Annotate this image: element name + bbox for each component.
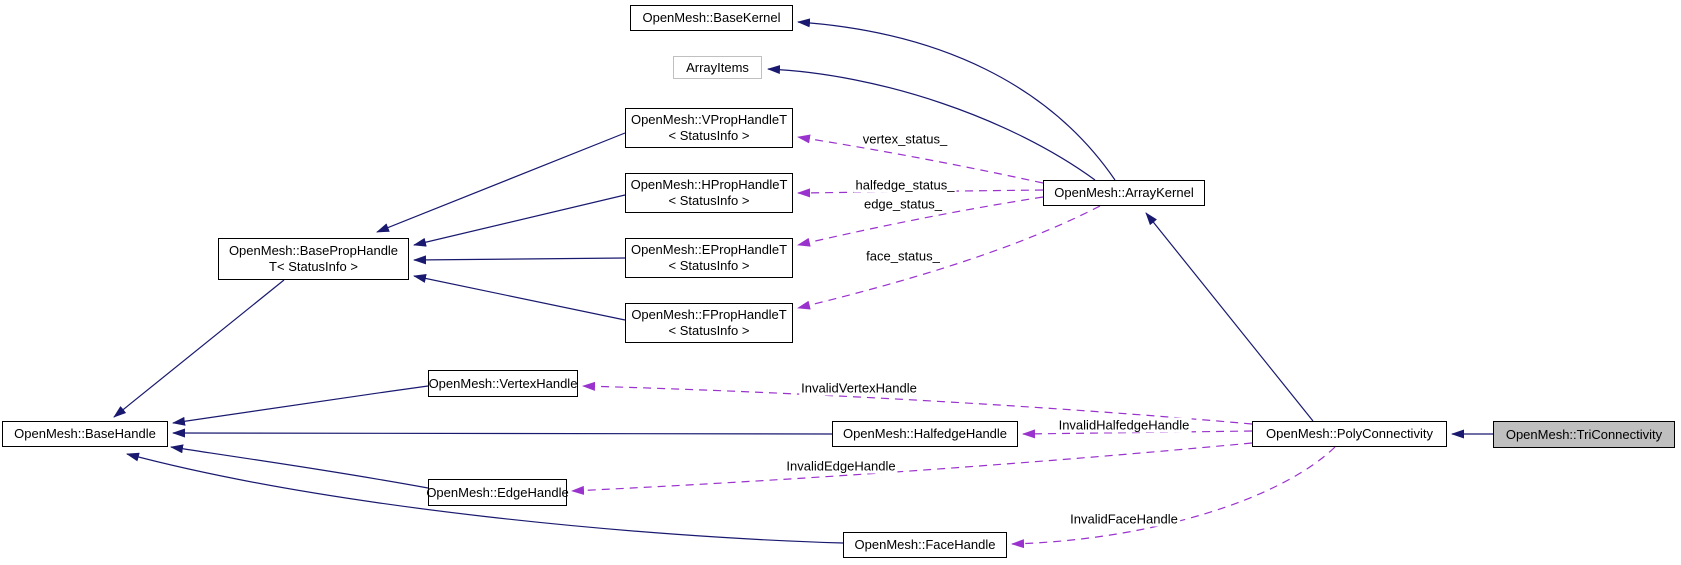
edge-label-face-status: face_status_ — [864, 248, 942, 264]
edge-edge-to-basehandle — [170, 444, 429, 489]
edge-hprop-to-baseprop — [413, 194, 626, 247]
node-base-kernel-label: OpenMesh::BaseKernel — [642, 10, 781, 25]
node-face-handle-label: OpenMesh::FaceHandle — [854, 537, 996, 552]
node-array-kernel[interactable]: OpenMesh::ArrayKernel — [1043, 180, 1205, 206]
edge-halfedge-to-basehandle — [172, 428, 833, 438]
node-vprop-handle[interactable]: OpenMesh::VPropHandleT < StatusInfo > — [625, 108, 793, 148]
node-base-handle-label: OpenMesh::BaseHandle — [14, 426, 156, 441]
edge-arraykernel-to-basekernel — [797, 18, 1116, 181]
node-hprop-handle-line1: OpenMesh::HPropHandleT — [630, 177, 788, 192]
node-eprop-handle-line2: < StatusInfo > — [668, 258, 750, 273]
node-eprop-handle[interactable]: OpenMesh::EPropHandleT < StatusInfo > — [625, 238, 793, 278]
edge-label-invalid-face-handle: InvalidFaceHandle — [1068, 511, 1180, 527]
edge-label-invalid-halfedge-handle: InvalidHalfedgeHandle — [1056, 417, 1192, 433]
edge-label-edge-status: edge_status_ — [861, 196, 945, 212]
edge-vertex-status — [797, 134, 1044, 184]
edge-label-halfedge-status: halfedge_status_ — [853, 177, 957, 193]
edge-halfedge-status — [797, 188, 1044, 198]
node-base-prop-handle-line1: OpenMesh::BasePropHandle — [228, 243, 399, 258]
edge-invalid-edge-handle — [571, 442, 1253, 495]
edge-label-invalid-edge-handle: InvalidEdgeHandle — [784, 458, 898, 474]
edge-poly-to-arraykernel — [1145, 212, 1314, 422]
node-tri-connectivity-label: OpenMesh::TriConnectivity — [1505, 426, 1663, 442]
edge-face-to-basehandle — [126, 452, 844, 544]
edge-baseprop-to-basehandle — [113, 279, 285, 418]
node-fprop-handle-line2: < StatusInfo > — [668, 323, 750, 338]
edge-label-invalid-vertex-handle: InvalidVertexHandle — [799, 380, 919, 396]
edge-invalid-vertex-handle — [582, 381, 1253, 425]
node-tri-connectivity: OpenMesh::TriConnectivity — [1493, 421, 1675, 448]
edge-edge-status — [797, 196, 1044, 247]
node-fprop-handle-line1: OpenMesh::FPropHandleT — [631, 307, 787, 322]
edge-invalid-face-handle — [1011, 446, 1336, 549]
edge-label-vertex-status: vertex_status_ — [860, 131, 950, 147]
node-hprop-handle-line2: < StatusInfo > — [668, 193, 750, 208]
node-base-prop-handle[interactable]: OpenMesh::BasePropHandle T< StatusInfo > — [218, 238, 409, 280]
node-poly-connectivity[interactable]: OpenMesh::PolyConnectivity — [1252, 421, 1447, 447]
node-array-items: ArrayItems — [673, 56, 762, 79]
node-halfedge-handle-label: OpenMesh::HalfedgeHandle — [842, 426, 1008, 441]
node-poly-connectivity-label: OpenMesh::PolyConnectivity — [1266, 426, 1433, 441]
node-edge-handle-label: OpenMesh::EdgeHandle — [426, 484, 569, 500]
node-vprop-handle-line1: OpenMesh::VPropHandleT — [630, 112, 788, 127]
node-base-kernel[interactable]: OpenMesh::BaseKernel — [630, 5, 793, 31]
node-vprop-handle-line2: < StatusInfo > — [668, 128, 750, 143]
edge-fprop-to-baseprop — [413, 274, 626, 321]
node-halfedge-handle[interactable]: OpenMesh::HalfedgeHandle — [832, 421, 1018, 447]
edge-face-status — [797, 205, 1101, 310]
node-fprop-handle[interactable]: OpenMesh::FPropHandleT < StatusInfo > — [625, 303, 793, 343]
node-array-items-label: ArrayItems — [686, 59, 749, 75]
node-vertex-handle-label: OpenMesh::VertexHandle — [428, 375, 578, 391]
node-hprop-handle[interactable]: OpenMesh::HPropHandleT < StatusInfo > — [625, 173, 793, 213]
node-eprop-handle-line1: OpenMesh::EPropHandleT — [630, 242, 788, 257]
node-base-handle[interactable]: OpenMesh::BaseHandle — [2, 421, 168, 447]
edge-vertex-to-basehandle — [172, 385, 429, 426]
edge-invalid-halfedge-handle — [1022, 429, 1253, 439]
node-vertex-handle[interactable]: OpenMesh::VertexHandle — [428, 370, 578, 397]
edge-eprop-to-baseprop — [413, 255, 626, 265]
node-edge-handle[interactable]: OpenMesh::EdgeHandle — [426, 479, 569, 506]
node-array-kernel-label: OpenMesh::ArrayKernel — [1054, 185, 1194, 200]
edge-arraykernel-to-arrayitems — [767, 65, 1096, 181]
node-base-prop-handle-line2: T< StatusInfo > — [269, 259, 358, 274]
node-face-handle[interactable]: OpenMesh::FaceHandle — [843, 532, 1007, 558]
edge-vprop-to-baseprop — [376, 132, 626, 233]
